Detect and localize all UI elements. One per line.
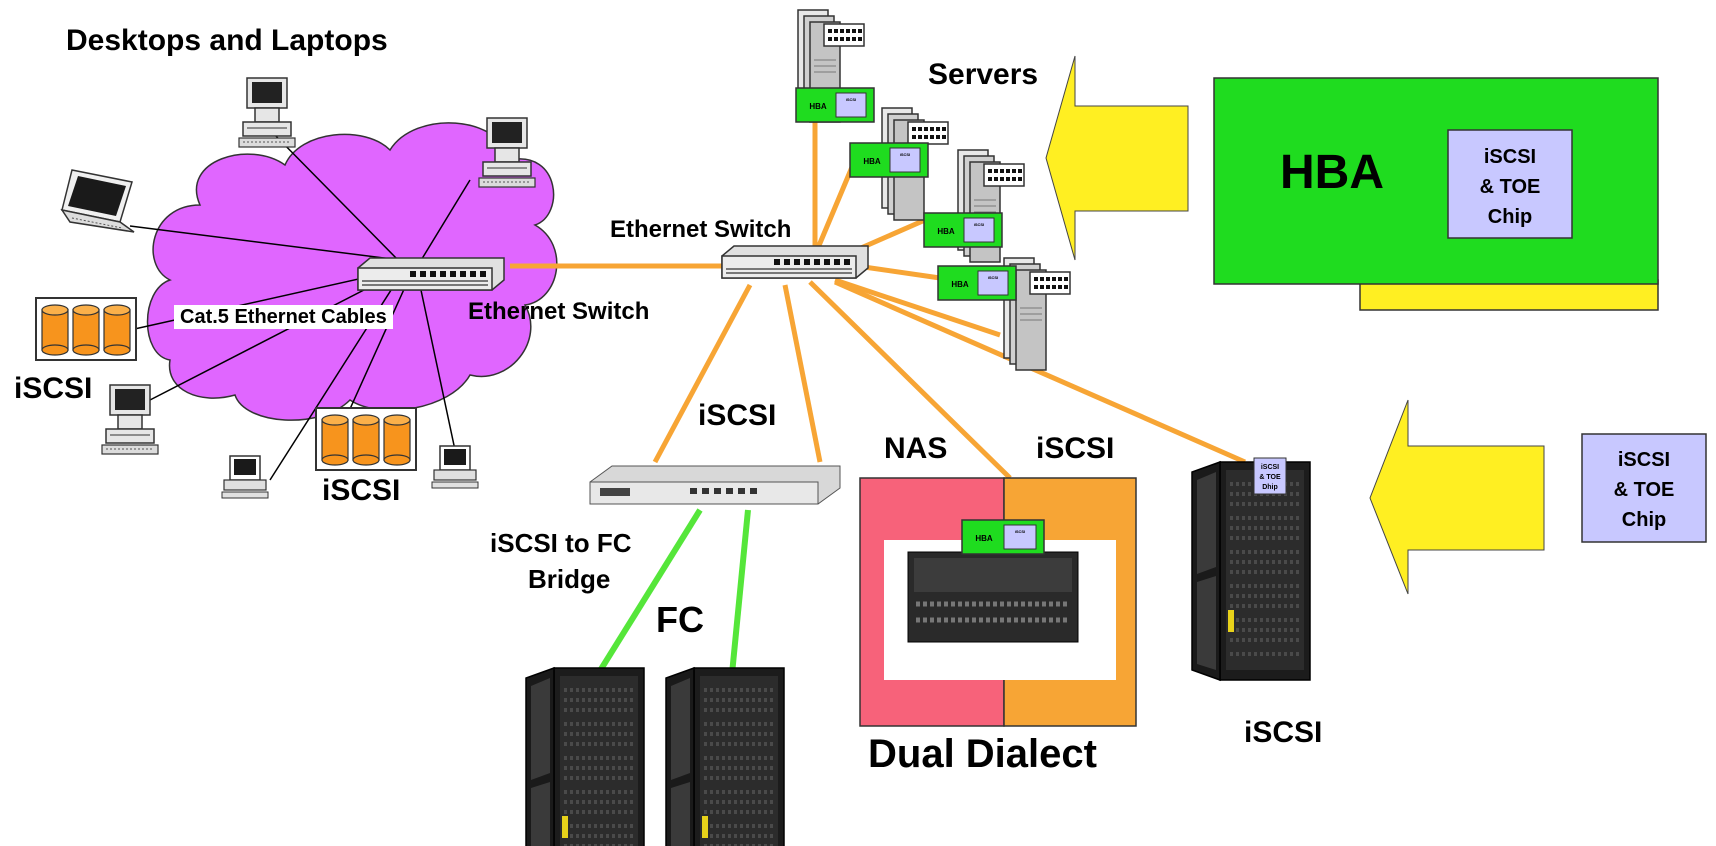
svg-text:iSCSI: iSCSI — [1484, 146, 1536, 168]
iscsi-toe-chip-small: iSCSI & TOE Dhip — [1253, 457, 1287, 495]
server-hba-card: HBA iSCSI — [923, 212, 1003, 248]
svg-text:iSCSI: iSCSI — [846, 97, 856, 102]
iscsi-label: iSCSI — [1036, 432, 1115, 465]
svg-text:HBA: HBA — [809, 102, 827, 111]
dual-dialect-box: HBA iSCSI — [859, 477, 1137, 727]
cat5-cables-label: Cat.5 Ethernet Cables — [174, 305, 393, 329]
fc-label: FC — [656, 599, 704, 640]
svg-text:HBA: HBA — [951, 280, 969, 289]
ethernet-switch-cloud-label: Ethernet Switch — [468, 298, 650, 325]
svg-text:HBA: HBA — [975, 534, 993, 543]
network-cloud — [146, 122, 558, 421]
dual-dialect-label: Dual Dialect — [868, 732, 1097, 776]
svg-text:& TOE: & TOE — [1480, 176, 1541, 198]
small-laptop — [431, 445, 479, 489]
server-hba-card: HBA iSCSI — [795, 87, 875, 123]
bridge-label-line2: Bridge — [528, 564, 611, 594]
svg-text:& TOE: & TOE — [1259, 474, 1281, 481]
server-hba-card: HBA iSCSI — [937, 265, 1017, 301]
iscsi-label: iSCSI — [1244, 716, 1323, 749]
svg-text:iSCSI: iSCSI — [988, 275, 998, 280]
desktop-computer — [238, 77, 296, 148]
svg-text:Dhip: Dhip — [1262, 484, 1278, 491]
server-hba-card: HBA iSCSI — [849, 142, 929, 178]
hba-card-large: iSCSI & TOE Chip HBA — [1213, 77, 1659, 311]
iscsi-label: iSCSI — [14, 372, 93, 405]
iscsi-fc-bridge — [589, 465, 841, 505]
svg-text:Chip: Chip — [1622, 509, 1666, 531]
cloud-ethernet-switch — [357, 257, 505, 291]
small-laptop — [221, 455, 269, 499]
fc-storage-rack — [524, 666, 646, 846]
fc-storage-rack — [664, 666, 786, 846]
svg-text:iSCSI: iSCSI — [974, 222, 984, 227]
servers-label: Servers — [928, 58, 1039, 91]
arrow-left-icon — [1045, 55, 1189, 261]
desktops-laptops-label: Desktops and Laptops — [66, 24, 388, 57]
svg-text:iSCSI: iSCSI — [1015, 529, 1025, 534]
laptop-computer — [61, 169, 135, 233]
ethernet-switch-label: Ethernet Switch — [610, 216, 792, 243]
iscsi-toe-chip — [1447, 129, 1573, 239]
svg-text:iSCSI: iSCSI — [900, 152, 910, 157]
fc-links — [595, 508, 751, 676]
bridge-label-line1: iSCSI to FC — [490, 528, 632, 558]
svg-text:iSCSI: iSCSI — [1261, 464, 1279, 471]
svg-text:iSCSI: iSCSI — [1618, 449, 1670, 471]
iscsi-storage-rack — [1190, 460, 1312, 682]
hba-title: HBA — [1280, 146, 1384, 199]
arrow-left-icon — [1369, 399, 1545, 595]
nas-label: NAS — [884, 432, 948, 465]
desktop-computer — [101, 384, 159, 455]
iscsi-label: iSCSI — [698, 399, 777, 432]
iscsi-toe-chip-callout: iSCSI & TOE Chip — [1581, 433, 1707, 543]
iscsi-label: iSCSI — [322, 474, 401, 507]
svg-text:HBA: HBA — [937, 227, 955, 236]
iscsi-disk-array — [315, 407, 417, 471]
svg-text:Chip: Chip — [1488, 206, 1532, 228]
svg-text:HBA: HBA — [863, 157, 881, 166]
svg-text:& TOE: & TOE — [1614, 479, 1675, 501]
iscsi-disk-array — [35, 297, 137, 361]
main-ethernet-switch — [721, 245, 869, 279]
